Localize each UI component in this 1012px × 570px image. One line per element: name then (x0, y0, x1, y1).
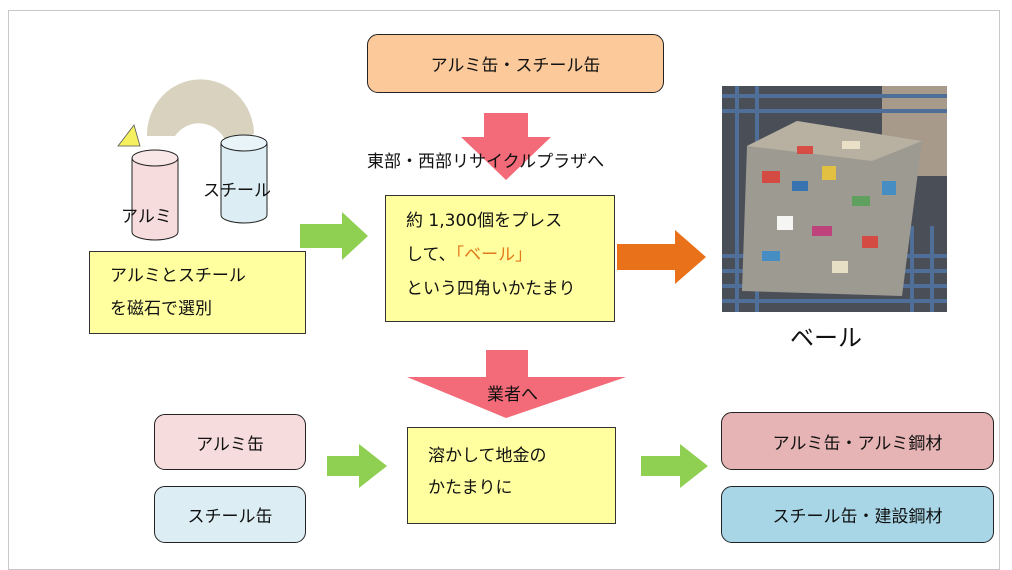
melt-box-line1: 溶かして地金の (428, 446, 547, 466)
magnet-sort-note-line1: アルミとスチール (110, 266, 246, 286)
source-box: アルミ缶・スチール缶 (367, 34, 664, 93)
aluminum-output-label: アルミ缶・アルミ鋼材 (772, 433, 943, 454)
bale-photo-caption: ベール (790, 324, 862, 352)
aluminum-label: アルミ (121, 207, 172, 227)
green-arrow-melt-to-outputs (641, 444, 708, 488)
aluminum-can-box-label: アルミ缶 (196, 434, 264, 455)
bale-photo (722, 86, 947, 312)
press-box-line1: 約 1,300個をプレス (406, 211, 563, 231)
magnet-sort-note-line2: を磁石で選別 (110, 299, 212, 319)
yellow-triangle (117, 124, 141, 147)
steel-output-box: スチール缶・建設鋼材 (721, 486, 994, 543)
down-arrow-to-plaza (461, 113, 551, 180)
orange-arrow-press-to-bale (617, 230, 706, 284)
down-arrow-to-vendor (407, 350, 626, 418)
step-to-vendor-label: 業者へ (487, 385, 538, 405)
step-to-plaza-label: 東部・西部リサイクルプラザへ (367, 152, 605, 172)
green-arrow-sort-to-press (300, 212, 368, 260)
steel-output-label: スチール缶・建設鋼材 (772, 507, 943, 527)
bale-photo-image (722, 86, 947, 312)
magnet-sort-note: アルミとスチール を磁石で選別 (89, 251, 306, 334)
aluminum-can-box: アルミ缶 (154, 414, 306, 470)
press-box-line2-prefix: して、 (406, 245, 456, 265)
steel-can-shape (220, 134, 268, 224)
aluminum-output-box: アルミ缶・アルミ鋼材 (721, 412, 994, 470)
steel-can-box: スチール缶 (154, 486, 306, 543)
press-box-line2: して、「ベール」 (406, 238, 614, 272)
melt-box: 溶かして地金の かたまりに (407, 427, 616, 524)
bale-highlight: 「ベール」 (455, 245, 533, 265)
source-box-label: アルミ缶・スチール缶 (430, 56, 601, 76)
press-bale-box: 約 1,300個をプレス して、「ベール」 という四角いかたまり (385, 195, 615, 322)
recycling-flow-diagram: アルミ缶・スチール缶 東部・西部リサイクルプラザへ アルミ スチール アルミとス… (8, 10, 1000, 570)
steel-can-box-label: スチール缶 (187, 507, 273, 527)
melt-box-line2: かたまりに (428, 478, 513, 498)
press-box-line3: という四角いかたまり (406, 279, 576, 299)
magnet-arc (146, 79, 254, 144)
steel-label: スチール (203, 181, 271, 201)
aluminum-can-shape (131, 149, 179, 241)
diagram-shapes (117, 79, 708, 488)
green-arrow-cans-to-melt (327, 444, 387, 488)
